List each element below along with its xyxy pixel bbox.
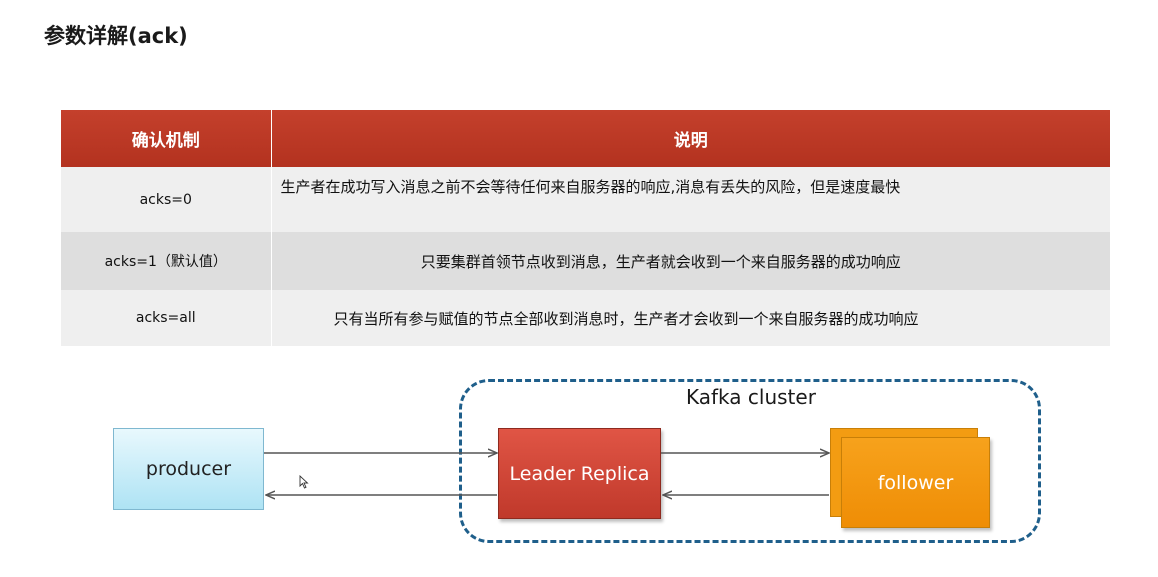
ack-key-cell: acks=all <box>61 290 272 346</box>
table-row: acks=0 生产者在成功写入消息之前不会等待任何来自服务器的响应,消息有丢失的… <box>61 167 1110 232</box>
ack-desc-cell: 只要集群首领节点收到消息，生产者就会收到一个来自服务器的成功响应 <box>271 232 1110 290</box>
leader-replica-label: Leader Replica <box>509 462 650 485</box>
ack-desc-cell: 生产者在成功写入消息之前不会等待任何来自服务器的响应,消息有丢失的风险，但是速度… <box>271 167 1110 232</box>
ack-key-cell: acks=0 <box>61 167 272 232</box>
table-header-mechanism: 确认机制 <box>61 110 272 167</box>
table-header-row: 确认机制 说明 <box>61 110 1110 167</box>
mouse-cursor-icon <box>299 475 309 489</box>
ack-table: 确认机制 说明 acks=0 生产者在成功写入消息之前不会等待任何来自服务器的响… <box>61 110 1110 346</box>
follower-label: follower <box>877 471 954 494</box>
table-row: acks=all 只有当所有参与赋值的节点全部收到消息时，生产者才会收到一个来自… <box>61 290 1110 346</box>
table-header-description: 说明 <box>271 110 1110 167</box>
ack-key-cell: acks=1（默认值） <box>61 232 272 290</box>
kafka-cluster-label: Kafka cluster <box>686 385 816 409</box>
producer-box: producer <box>113 428 264 510</box>
leader-replica-box: Leader Replica <box>498 428 661 519</box>
table-row: acks=1（默认值） 只要集群首领节点收到消息，生产者就会收到一个来自服务器的… <box>61 232 1110 290</box>
page-title: 参数详解(ack) <box>44 24 188 48</box>
kafka-cluster-boundary <box>459 379 1041 543</box>
ack-desc-cell: 只有当所有参与赋值的节点全部收到消息时，生产者才会收到一个来自服务器的成功响应 <box>271 290 1110 346</box>
follower-box: follower <box>841 437 990 528</box>
producer-label: producer <box>145 458 232 480</box>
